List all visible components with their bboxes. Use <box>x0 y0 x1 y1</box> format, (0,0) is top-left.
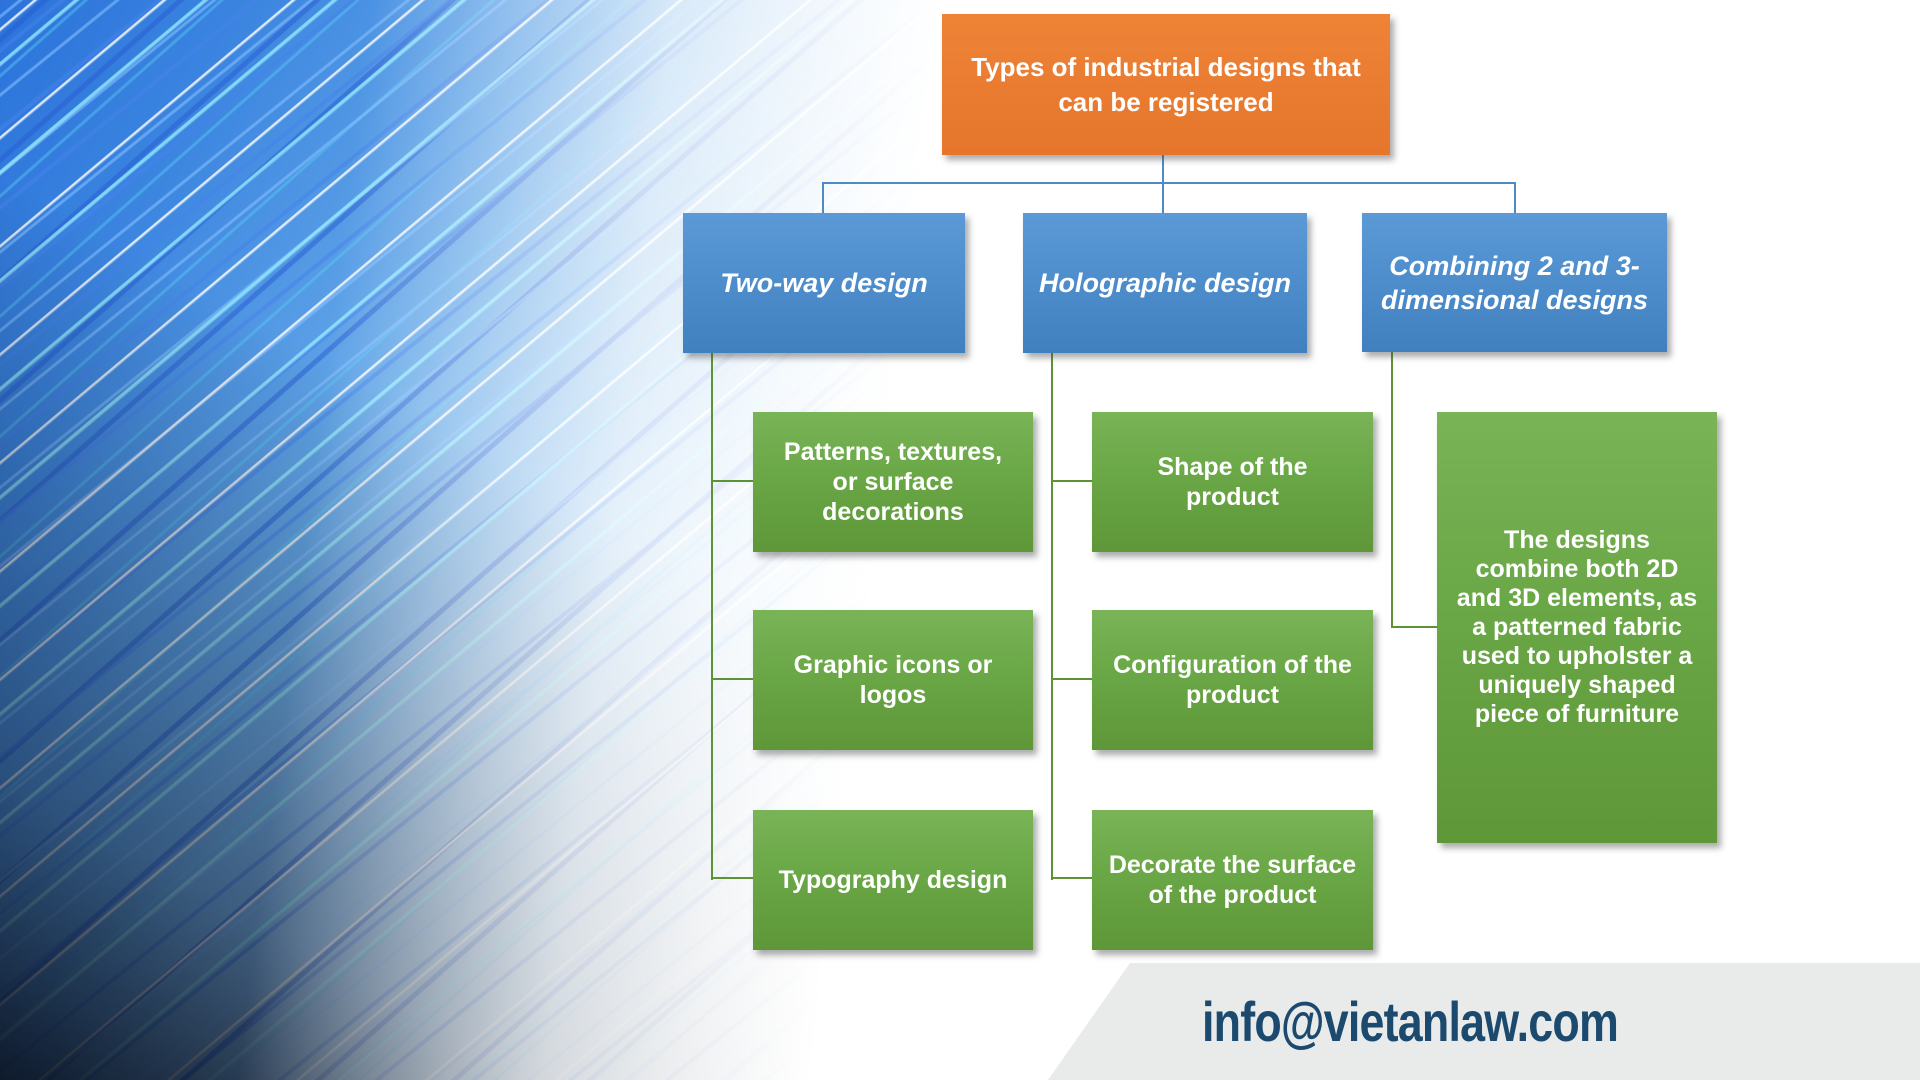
branch-label: Two-way design <box>720 268 928 298</box>
leaf-node-typography-design: Typography design <box>753 810 1033 950</box>
leaf-label: Typography design <box>778 866 1008 894</box>
connector-root-trunk <box>1162 155 1164 213</box>
connector-horizontal-bar <box>822 182 1516 184</box>
leaf-node-patterns-textures: Patterns, textures, or surface decoratio… <box>753 412 1033 552</box>
leaf-label: Shape of the product <box>1157 453 1308 511</box>
leaf-node-decorate-surface: Decorate the surface of the product <box>1092 810 1373 950</box>
connector-stub-col2-row3 <box>1053 877 1092 879</box>
connector-stub-col1-row3 <box>713 877 753 879</box>
footer-email: info@vietanlaw.com <box>1202 990 1619 1053</box>
branch-node-combining-2-3-dimensional: Combining 2 and 3- dimensional designs <box>1362 213 1667 352</box>
footer-band: info@vietanlaw.com <box>1048 963 1920 1080</box>
connector-stub-col3 <box>1393 626 1437 628</box>
connector-hang-col1 <box>711 353 713 880</box>
leaf-node-2d-3d-combined-description: The designs combine both 2D and 3D eleme… <box>1437 412 1717 843</box>
leaf-label: The designs combine both 2D and 3D eleme… <box>1456 526 1698 728</box>
connector-stub-col2-row1 <box>1053 480 1092 482</box>
branch-node-holographic-design: Holographic design <box>1023 213 1307 353</box>
leaf-node-configuration-of-product: Configuration of the product <box>1092 610 1373 750</box>
branch-node-two-way-design: Two-way design <box>683 213 965 353</box>
connector-stub-col1-row2 <box>713 678 753 680</box>
root-node: Types of industrial designs that can be … <box>942 14 1390 155</box>
connector-stub-col2-row2 <box>1053 678 1092 680</box>
connector-hang-col2 <box>1051 353 1053 880</box>
leaf-label: Configuration of the product <box>1113 651 1352 709</box>
connector-hang-col3 <box>1391 352 1393 628</box>
leaf-label: Patterns, textures, or surface decoratio… <box>783 438 1003 526</box>
connector-stub-col1-row1 <box>713 480 753 482</box>
connector-drop-right <box>1514 184 1516 213</box>
leaf-label: Decorate the surface of the product <box>1108 851 1357 909</box>
root-node-label: Types of industrial designs that can be … <box>971 51 1361 117</box>
branch-label: Combining 2 and 3- dimensional designs <box>1380 250 1649 315</box>
leaf-node-shape-of-product: Shape of the product <box>1092 412 1373 552</box>
leaf-label: Graphic icons or logos <box>793 651 993 709</box>
branch-label: Holographic design <box>1038 268 1292 298</box>
connector-drop-left <box>822 184 824 213</box>
leaf-node-graphic-icons-logos: Graphic icons or logos <box>753 610 1033 750</box>
